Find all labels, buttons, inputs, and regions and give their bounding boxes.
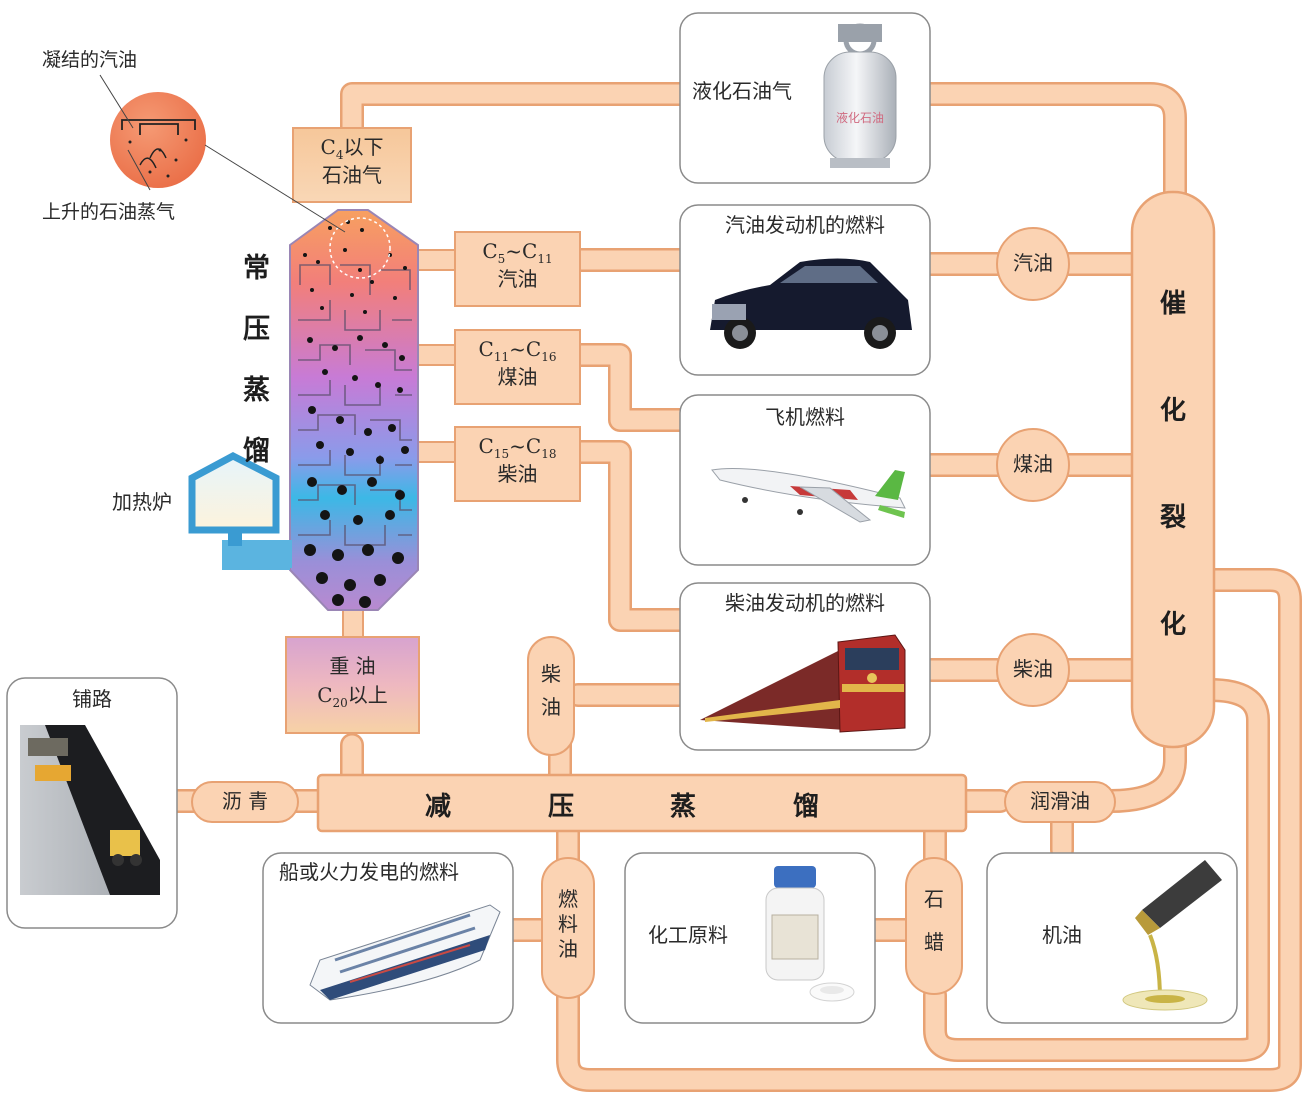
s: 20 bbox=[332, 696, 348, 710]
diesel-fraction-name: 柴油 bbox=[497, 462, 538, 486]
engine-oil-image bbox=[1122, 860, 1222, 1011]
tilde: ~C bbox=[509, 337, 542, 361]
fuel-oil-vertical-label: 燃 料 油 bbox=[542, 888, 594, 961]
train-image bbox=[700, 634, 906, 733]
char: 石 bbox=[924, 887, 944, 911]
engine-oil-product-label: 机油 bbox=[1042, 923, 1082, 947]
lpg-sub: 4 bbox=[335, 148, 344, 162]
ship-product-label: 船或火力发电的燃料 bbox=[279, 860, 459, 884]
lpg-product-label: 液化石油气 bbox=[692, 79, 792, 103]
catalytic-cracking-tank bbox=[1130, 190, 1216, 749]
heavy-oil-box bbox=[285, 636, 420, 734]
inset-bottom-label: 上升的石油蒸气 bbox=[42, 201, 176, 223]
condensation-inset bbox=[99, 74, 346, 233]
car-image bbox=[710, 258, 912, 349]
char: 柴 bbox=[541, 662, 561, 686]
s: 11 bbox=[537, 252, 553, 266]
paraffin-vertical-label: 石 蜡 bbox=[906, 888, 962, 954]
distillation-column bbox=[289, 209, 419, 611]
gasoline-fraction-name: 汽油 bbox=[497, 267, 538, 291]
furnace-label: 加热炉 bbox=[112, 490, 172, 514]
lpg-fraction-formula: C4以下 bbox=[293, 136, 411, 163]
heating-furnace bbox=[188, 452, 292, 570]
airplane-image bbox=[711, 468, 906, 523]
title-char: 馏 bbox=[243, 436, 270, 467]
gasoline-fraction-formula: C5~C11 bbox=[455, 240, 580, 267]
diesel-circle-label: 柴油 bbox=[1013, 657, 1053, 681]
char: 蜡 bbox=[924, 930, 944, 954]
s: 15 bbox=[493, 447, 510, 461]
cracking-char: 裂 bbox=[1159, 503, 1186, 533]
cracking-char: 化 bbox=[1159, 396, 1186, 426]
char: 料 bbox=[558, 912, 578, 936]
vapor-particles bbox=[303, 220, 409, 608]
inset-top-label: 凝结的汽油 bbox=[42, 49, 138, 71]
lpg-tank-text: 液化石油 bbox=[836, 110, 884, 125]
c: C bbox=[478, 337, 494, 361]
kerosene-fraction-box bbox=[454, 329, 581, 405]
lubricant-label: 润滑油 bbox=[1030, 789, 1090, 813]
cracking-char: 化 bbox=[1159, 610, 1186, 640]
gasoline-fraction-box bbox=[454, 231, 581, 307]
diesel-vertical-label: 柴 油 bbox=[528, 663, 574, 719]
paraffin-vpill bbox=[905, 857, 963, 995]
heavy-oil-name: 重 油 bbox=[329, 654, 376, 678]
paving-product-label: 铺路 bbox=[72, 687, 112, 711]
heavy-oil-formula: C20以上 bbox=[286, 684, 419, 711]
kerosene-fraction-name: 煤油 bbox=[497, 365, 538, 389]
cracking-char: 催 bbox=[1159, 289, 1186, 319]
kerosene-fraction-formula: C11~C16 bbox=[455, 338, 580, 365]
title-char: 蒸 bbox=[243, 375, 270, 406]
vacuum-char-2: 压 bbox=[548, 792, 575, 822]
tilde: ~C bbox=[505, 239, 538, 263]
char: 油 bbox=[558, 937, 578, 961]
diesel-circle bbox=[996, 633, 1070, 707]
asphalt-label: 沥 青 bbox=[221, 789, 269, 813]
title-char: 常 bbox=[243, 253, 270, 284]
ship-image bbox=[309, 904, 501, 1001]
c: C bbox=[482, 239, 498, 263]
diesel-fraction-box bbox=[454, 426, 581, 502]
lpg-fraction-name: 石油气 bbox=[322, 163, 382, 187]
atmospheric-distillation-title: 常 压 蒸 馏 bbox=[243, 246, 270, 468]
vacuum-char-3: 蒸 bbox=[670, 792, 697, 822]
gasoline-circle bbox=[996, 227, 1070, 301]
s: 16 bbox=[541, 350, 557, 364]
gasoline-circle-label: 汽油 bbox=[1013, 251, 1053, 275]
asphalt-pill bbox=[191, 781, 299, 823]
s: 11 bbox=[493, 350, 510, 364]
car-product-label: 汽油发动机的燃料 bbox=[725, 213, 885, 237]
vacuum-distillation-tank bbox=[316, 773, 968, 833]
s: 18 bbox=[541, 447, 557, 461]
diesel-vpill bbox=[527, 636, 575, 756]
char: 油 bbox=[541, 695, 561, 719]
lpg-tank-image bbox=[823, 23, 897, 168]
vacuum-char-4: 馏 bbox=[793, 792, 820, 822]
kerosene-circle bbox=[996, 428, 1070, 502]
train-product-label: 柴油发动机的燃料 bbox=[725, 591, 885, 615]
chem-product-label: 化工原料 bbox=[648, 923, 728, 947]
title-char: 压 bbox=[243, 314, 270, 345]
kerosene-circle-label: 煤油 bbox=[1013, 452, 1053, 476]
lpg-c: C bbox=[320, 135, 336, 159]
lubricant-pill bbox=[1004, 781, 1116, 823]
c: C bbox=[317, 683, 333, 707]
lpg-fraction-box bbox=[292, 127, 412, 203]
plane-product-label: 飞机燃料 bbox=[765, 405, 845, 429]
tilde: ~C bbox=[509, 434, 542, 458]
suffix: 以上 bbox=[347, 683, 388, 707]
char: 燃 bbox=[558, 887, 578, 911]
c: C bbox=[478, 434, 494, 458]
vacuum-char-1: 减 bbox=[425, 792, 452, 822]
paving-image bbox=[20, 725, 160, 895]
fuel-oil-vpill bbox=[541, 857, 595, 999]
chemical-bottle-image bbox=[765, 866, 855, 1002]
lpg-suffix: 以下 bbox=[343, 135, 384, 159]
catalytic-cracking-title: 催 化 裂 化 bbox=[1132, 283, 1214, 641]
diesel-fraction-formula: C15~C18 bbox=[455, 435, 580, 462]
s: 5 bbox=[497, 252, 506, 266]
